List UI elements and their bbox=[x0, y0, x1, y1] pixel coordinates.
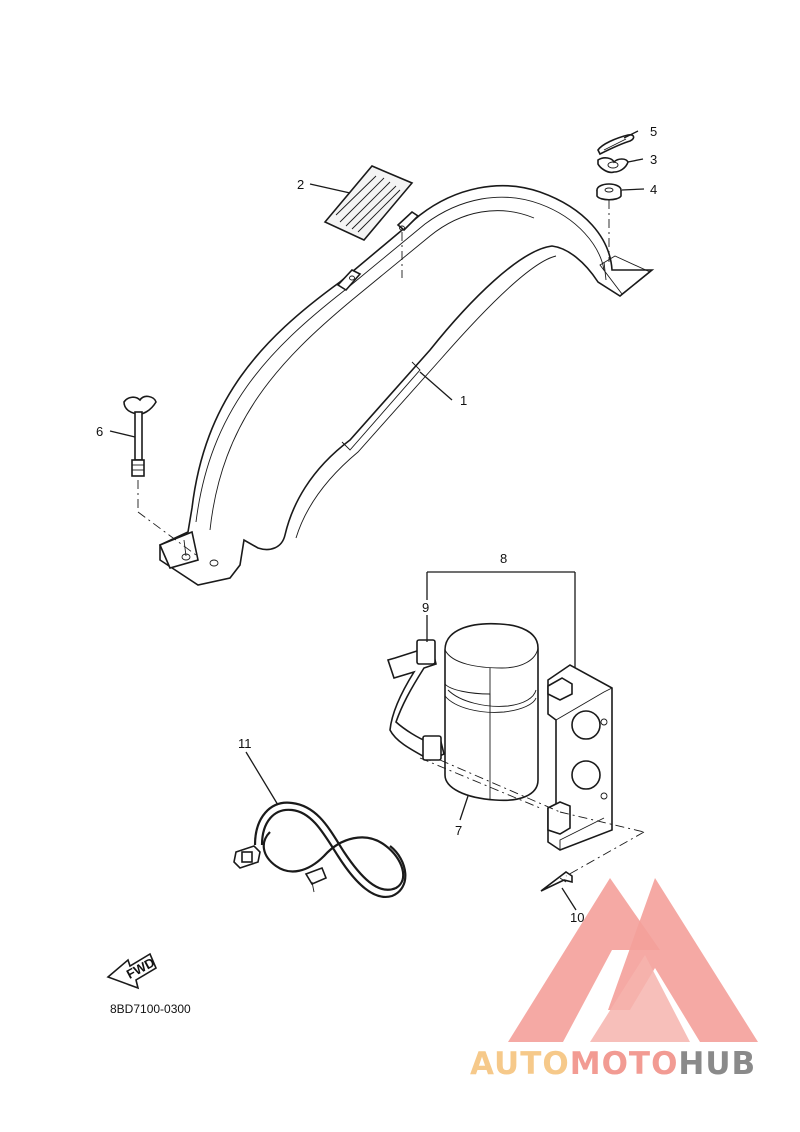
part-2-label-sticker bbox=[323, 165, 414, 241]
watermark-word-hub: HUB bbox=[678, 1046, 757, 1082]
part-7-container bbox=[444, 622, 539, 802]
watermark-triangle-inner bbox=[590, 955, 690, 1042]
drawing-code: 8BD7100-0300 bbox=[110, 1002, 191, 1016]
callout-7: 7 bbox=[455, 823, 462, 838]
callout-3: 3 bbox=[650, 152, 657, 167]
leader-lines-top bbox=[109, 130, 645, 556]
part-8-bracket bbox=[547, 664, 613, 851]
callout-2: 2 bbox=[297, 177, 304, 192]
watermark-triangle-right bbox=[608, 878, 758, 1042]
part-9-strap bbox=[386, 639, 445, 761]
part-1-rear-fender bbox=[158, 184, 655, 586]
part-6-wing-bolt bbox=[123, 395, 157, 477]
watermark-word-auto: AUTO bbox=[470, 1046, 570, 1082]
callout-8: 8 bbox=[500, 551, 507, 566]
callout-10: 10 bbox=[570, 910, 584, 925]
part-5-clip bbox=[597, 134, 635, 156]
part-10-pin bbox=[540, 871, 573, 892]
part-11-cable bbox=[233, 801, 407, 899]
watermark-logo bbox=[508, 878, 758, 1042]
callout-1: 1 bbox=[460, 393, 467, 408]
fwd-arrow-icon: FWD bbox=[106, 952, 157, 990]
part-4-damper bbox=[596, 183, 622, 201]
callout-4: 4 bbox=[650, 182, 657, 197]
leader-lines-bottom bbox=[245, 571, 645, 911]
callout-6: 6 bbox=[96, 424, 103, 439]
callout-9: 9 bbox=[422, 600, 429, 615]
watermark-word-moto: MOTO bbox=[569, 1046, 679, 1082]
watermark-wordmark: AUTOMOTOHUB bbox=[470, 1046, 790, 1086]
watermark-triangle-left bbox=[508, 878, 660, 1042]
callout-5: 5 bbox=[650, 124, 657, 139]
part-3-wing-nut bbox=[597, 157, 629, 174]
callout-11: 11 bbox=[238, 736, 252, 751]
